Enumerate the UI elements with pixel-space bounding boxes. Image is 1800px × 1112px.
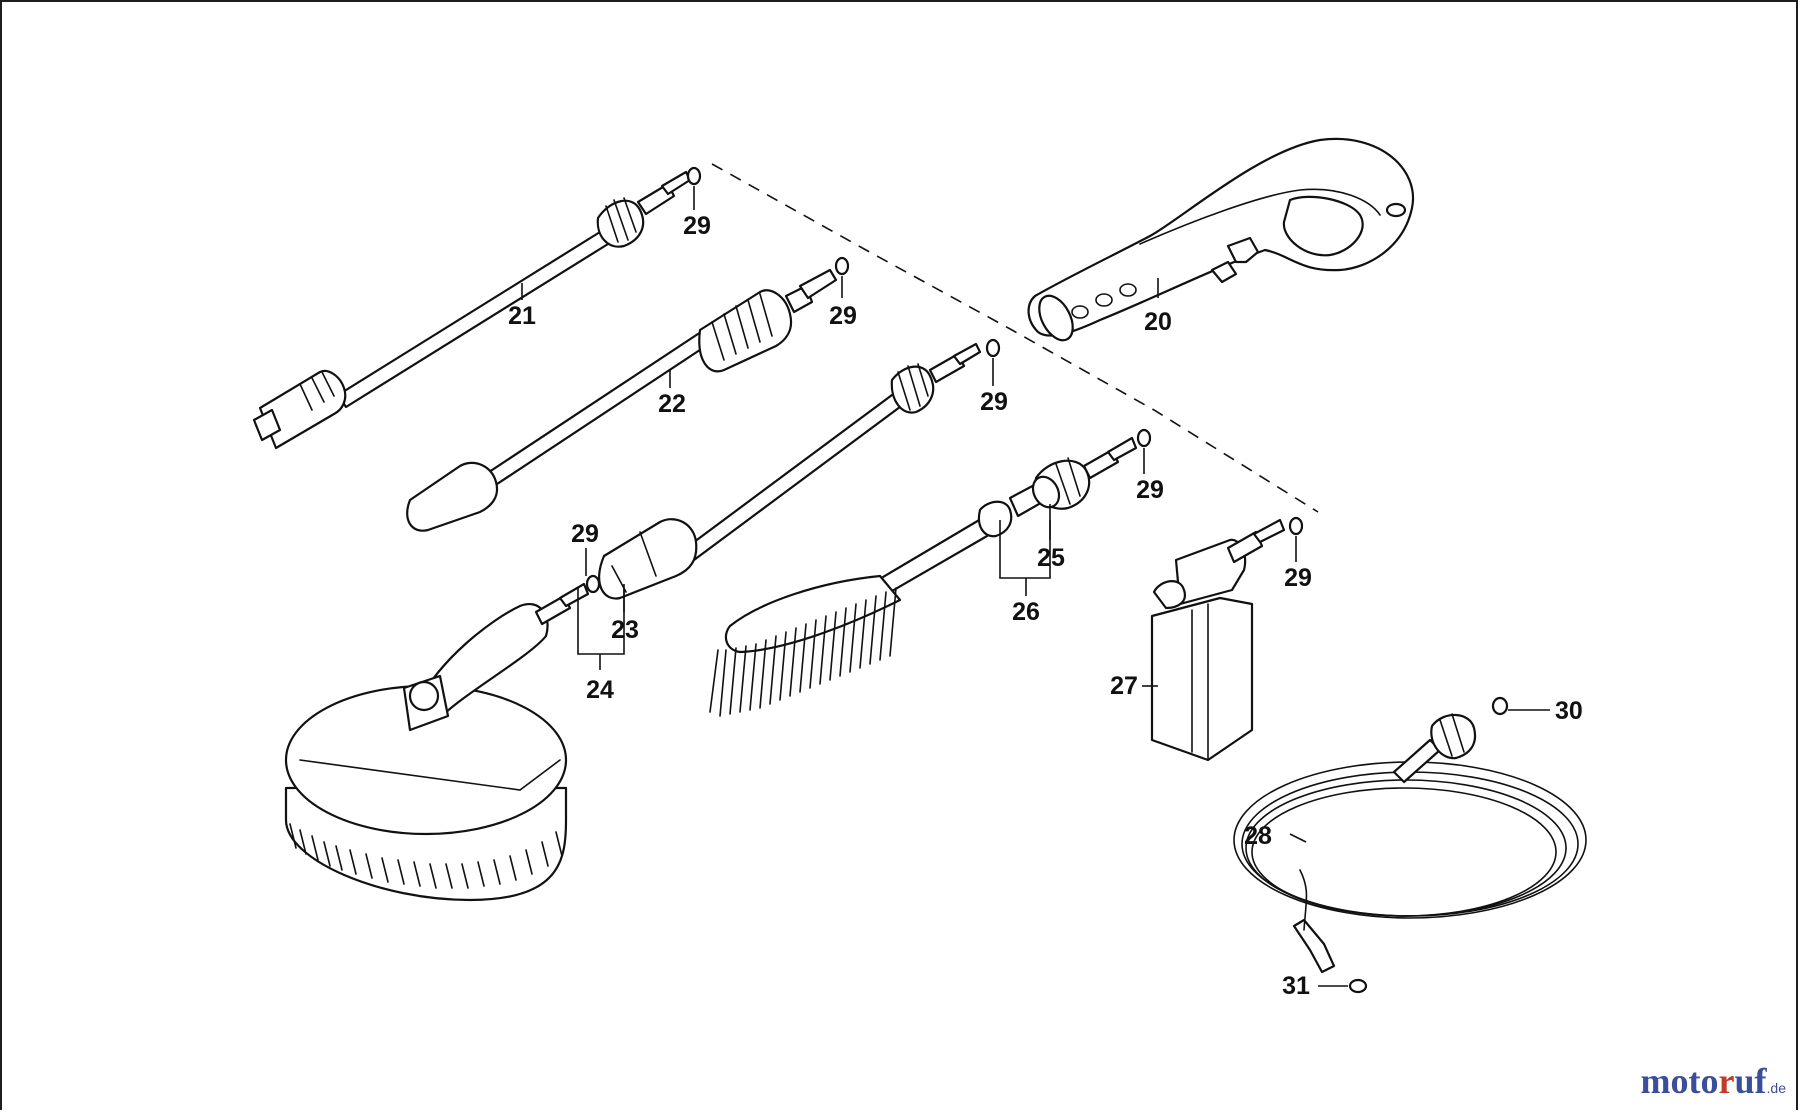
part-surface-cleaner-24 [284,582,590,902]
part-trigger-gun-20 [1027,137,1415,342]
logo-part-2: r [1718,1061,1735,1101]
callout-31: 31 [1282,972,1310,1000]
callout-26: 26 [1012,598,1040,626]
part-brush-26 [709,436,1138,717]
callout-29-a: 29 [683,212,711,240]
bracket-26 [999,520,1051,579]
logo-part-3: uf [1734,1061,1767,1101]
seal-29-d [1136,428,1152,448]
callout-29-d: 29 [1136,476,1164,504]
motoruf-logo[interactable]: motoruf.de [1641,1060,1786,1102]
part-lance-21 [252,170,692,450]
callout-29-e: 29 [1284,564,1312,592]
seal-rings [585,166,1509,994]
callout-20: 20 [1144,308,1172,336]
seal-29-f [585,574,601,594]
callout-22: 22 [658,390,686,418]
callout-29-c: 29 [980,388,1008,416]
callout-25: 25 [1037,544,1065,572]
seal-30 [1491,696,1509,716]
leader-28 [1289,833,1307,843]
callout-30: 30 [1555,697,1583,725]
callout-29-f: 29 [571,520,599,548]
seal-29-b [834,256,850,276]
seal-31 [1348,978,1368,994]
callout-21: 21 [508,302,536,330]
callout-24: 24 [586,676,614,704]
part-lance-23 [598,342,982,600]
part-vario-lance-22 [406,268,838,532]
assembly-dashed-line [711,163,1319,513]
part-hose-28 [1233,713,1587,974]
bracket-24 [577,588,625,655]
seal-29-c [985,338,1001,358]
callout-28: 28 [1244,822,1272,850]
logo-part-1: moto [1640,1061,1719,1101]
logo-tld: .de [1766,1080,1786,1096]
seal-29-a [686,166,702,186]
callout-29-b: 29 [829,302,857,330]
seal-29-e [1288,516,1304,536]
callout-23: 23 [611,616,639,644]
callout-27: 27 [1110,672,1138,700]
part-foam-bottle-27 [1150,518,1286,762]
